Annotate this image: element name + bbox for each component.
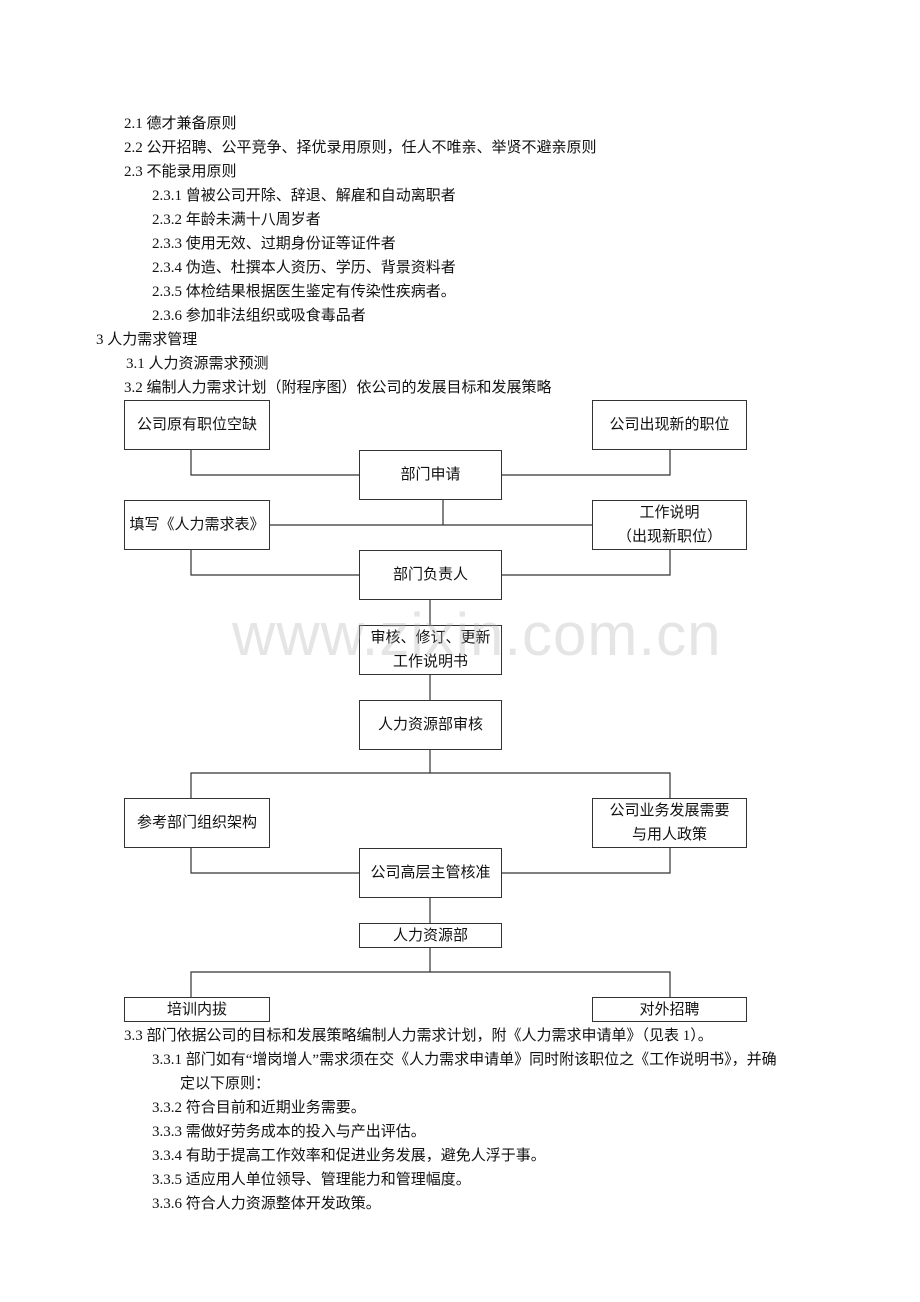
- box-business-need: 公司业务发展需要与用人政策: [592, 798, 747, 848]
- box-label: 工作说明: [639, 505, 700, 521]
- item-3-3-6: 3.3.6 符合人力资源整体开发政策。: [152, 1196, 381, 1212]
- box-internal-promotion: 培训内拔: [124, 997, 270, 1022]
- box-label: 培训内拔: [166, 1001, 227, 1018]
- section-3-heading: 3 人力需求管理: [96, 332, 198, 348]
- box-label: 与用人政策: [631, 827, 707, 843]
- box-org-reference: 参考部门组织架构: [124, 798, 270, 848]
- box-hr-review: 人力资源部审核: [359, 700, 502, 750]
- item-3-3: 3.3 部门依据公司的目标和发展策略编制人力需求计划，附《人力需求申请单》（见表…: [124, 1028, 713, 1044]
- item-3-3-5: 3.3.5 适应用人单位领导、管理能力和管理幅度。: [152, 1172, 471, 1188]
- item-2-2: 2.2 公开招聘、公平竞争、择优录用原则，任人不唯亲、举贤不避亲原则: [124, 140, 597, 156]
- item-2-1: 2.1 德才兼备原则: [124, 116, 237, 132]
- item-3-3-3: 3.3.3 需做好劳务成本的投入与产出评估。: [152, 1124, 426, 1140]
- box-label: 部门申请: [400, 467, 461, 483]
- box-label: 填写《人力需求表》: [129, 517, 265, 533]
- box-label: 审核、修订、更新: [370, 630, 491, 646]
- item-3-1: 3.1 人力资源需求预测: [126, 356, 269, 372]
- item-2-3-6: 2.3.6 参加非法组织或吸食毒品者: [152, 308, 366, 324]
- item-2-3-2: 2.3.2 年龄未满十八周岁者: [152, 212, 321, 228]
- item-2-3-5: 2.3.5 体检结果根据医生鉴定有传染性疾病者。: [152, 284, 456, 300]
- box-exec-approval: 公司高层主管核准: [359, 848, 502, 898]
- box-hr-dept: 人力资源部: [359, 923, 502, 948]
- box-external-recruit: 对外招聘: [592, 997, 747, 1022]
- box-label: 公司高层主管核准: [370, 865, 491, 881]
- box-vacancy: 公司原有职位空缺: [124, 400, 270, 450]
- item-2-3-1: 2.3.1 曾被公司开除、辞退、解雇和自动离职者: [152, 188, 456, 204]
- box-label: 公司业务发展需要: [609, 803, 730, 819]
- box-label: 公司原有职位空缺: [136, 417, 257, 433]
- box-review-job-desc: 审核、修订、更新工作说明书: [359, 625, 502, 675]
- box-label: 人力资源部: [392, 927, 468, 944]
- box-label: 部门负责人: [392, 567, 468, 583]
- box-label: 公司出现新的职位: [609, 417, 730, 433]
- box-dept-head: 部门负责人: [359, 550, 502, 600]
- box-label: 人力资源部审核: [377, 717, 483, 733]
- item-2-3: 2.3 不能录用原则: [124, 164, 237, 180]
- box-job-description: 工作说明 （出现新职位）: [592, 500, 747, 550]
- item-2-3-3: 2.3.3 使用无效、过期身份证等证件者: [152, 236, 396, 252]
- item-3-2: 3.2 编制人力需求计划（附程序图）依公司的发展目标和发展策略: [124, 380, 552, 396]
- box-fill-form: 填写《人力需求表》: [124, 500, 270, 550]
- item-3-3-4: 3.3.4 有助于提高工作效率和促进业务发展，避免人浮于事。: [152, 1148, 546, 1164]
- item-3-3-1-cont: 定以下原则：: [180, 1076, 271, 1092]
- box-dept-apply: 部门申请: [359, 450, 502, 500]
- item-2-3-4: 2.3.4 伪造、杜撰本人资历、学历、背景资料者: [152, 260, 456, 276]
- item-3-3-2: 3.3.2 符合目前和近期业务需要。: [152, 1100, 366, 1116]
- box-label: 对外招聘: [639, 1001, 700, 1018]
- item-3-3-1: 3.3.1 部门如有“增岗增人”需求须在交《人力需求申请单》同时附该职位之《工作…: [152, 1052, 777, 1068]
- box-label: 工作说明书: [392, 654, 468, 670]
- box-label: 参考部门组织架构: [136, 815, 257, 831]
- box-label: （出现新职位）: [616, 529, 722, 545]
- box-new-position: 公司出现新的职位: [592, 400, 747, 450]
